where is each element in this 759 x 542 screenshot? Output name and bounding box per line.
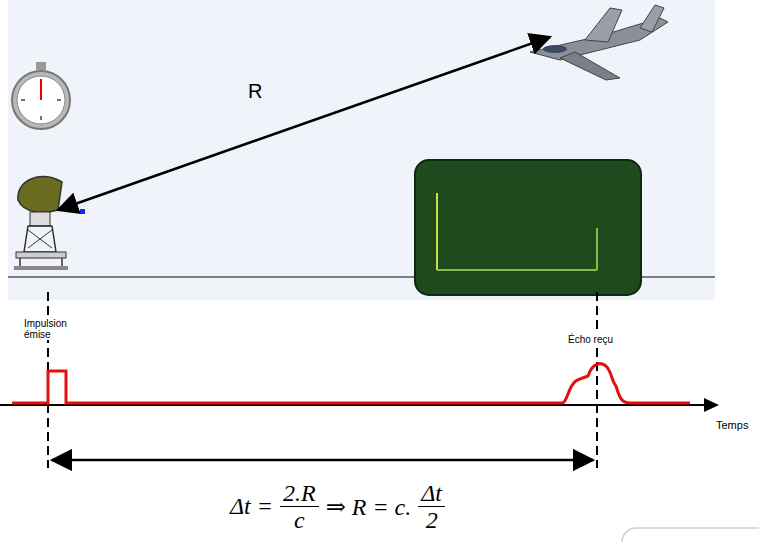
formula-part: ⇒ R = c. <box>326 493 412 521</box>
fraction-denominator: 2 <box>426 507 438 533</box>
axis-arrowhead <box>704 398 719 412</box>
stopwatch <box>12 62 70 129</box>
formula-fraction: Δt2 <box>418 480 445 534</box>
range-formula: Δt =2.Rc⇒ R = c.Δt2 <box>230 480 445 534</box>
signal-trace <box>12 364 690 403</box>
fighter-jet <box>530 5 668 80</box>
fraction-denominator: c <box>294 507 305 533</box>
echo-marker <box>596 292 598 468</box>
range-label: R <box>248 80 262 103</box>
emit-label: Impulsion émise <box>22 318 78 340</box>
corner-tab <box>622 528 759 542</box>
scene-panel <box>8 0 715 300</box>
radar-screen <box>415 160 641 295</box>
formula-fraction: 2.Rc <box>280 480 319 534</box>
echo-label: Écho reçu <box>566 334 615 345</box>
fraction-numerator: Δt <box>418 480 445 507</box>
radar-antenna <box>14 177 85 270</box>
axis-label: Temps <box>716 419 748 431</box>
fraction-numerator: 2.R <box>280 480 319 507</box>
delay-arrow <box>52 459 593 462</box>
formula-part: Δt = <box>230 493 273 520</box>
